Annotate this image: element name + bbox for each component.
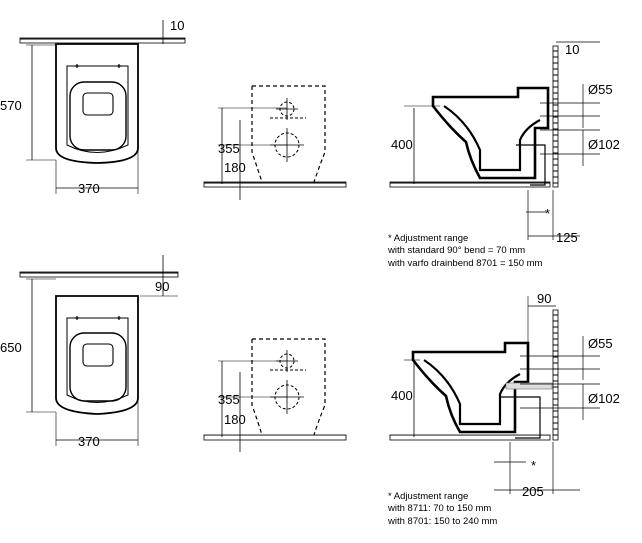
side-star-label: * [531,458,536,473]
plan-width-label: 370 [78,181,100,196]
adjustment-note-line: with standard 90° bend = 70 mm [387,245,525,256]
bottom-plan-view: 650 370 90 [0,255,179,449]
front-inlet-height-label: 180 [224,160,246,175]
side-offset-label: 125 [556,230,578,245]
adjustment-note-line: * Adjustment range [388,233,468,244]
bowl-outline-hidden [251,338,326,436]
side-height-label: 400 [391,388,413,403]
side-offset-label: 205 [522,484,544,499]
side-star-label: * [545,206,550,221]
wall-hatch [19,37,186,44]
trap-outline [423,359,521,426]
wall-hatch [19,271,179,278]
side-outlet-diameter-label: Ø102 [588,391,620,406]
side-inlet-diameter-label: Ø55 [588,336,613,351]
bowl-drain [82,343,114,367]
top-side-view: Ø55 Ø102 400 10 * 125 * Adjustment range… [387,41,620,269]
adjustment-note-line: with 8701: 150 to 240 mm [387,516,497,527]
drain-bend [516,144,546,186]
fixing-mark [117,64,121,68]
side-inlet-diameter-label: Ø55 [588,82,613,97]
drain-bend [500,396,541,439]
fixing-mark [75,64,79,68]
top-front-view: 355 180 [203,85,347,200]
side-height-label: 400 [391,137,413,152]
bottom-front-view: 355 180 [203,338,347,452]
bowl-opening [69,81,127,151]
bowl-outline [55,43,139,164]
adjustment-note-line: * Adjustment range [388,491,468,502]
front-outlet-height-label: 355 [218,392,240,407]
plan-depth-label: 650 [0,340,22,355]
plan-depth-label: 570 [0,98,22,113]
floor-hatch [389,181,551,188]
bowl-side-outline [431,86,550,180]
bowl-opening [69,332,127,402]
bottom-side-view: Ø55 Ø102 400 90 * 205 * Adjustment range… [387,291,620,527]
bowl-outline [55,295,139,415]
plan-wall-gap-label: 90 [155,279,169,294]
seat-outline [66,65,129,153]
adjustment-note-line: with 8711: 70 to 150 mm [387,503,491,514]
extension-pipe [505,382,553,390]
side-outlet-diameter-label: Ø102 [588,137,620,152]
floor-hatch [203,181,347,188]
plan-width-label: 370 [78,434,100,449]
front-inlet-height-label: 180 [224,412,246,427]
trap-outline [443,105,541,172]
side-wall-gap-label: 10 [565,42,579,57]
top-plan-view: 570 370 10 [0,18,186,196]
bowl-outline-hidden [251,85,326,183]
bowl-drain [82,92,114,116]
fixing-mark [75,316,79,320]
plan-wall-gap-label: 10 [170,18,184,33]
front-outlet-height-label: 355 [218,141,240,156]
wall-hatch [552,309,559,441]
fixing-mark [117,316,121,320]
floor-hatch [389,434,551,441]
seat-outline [66,317,129,403]
floor-hatch [203,434,347,441]
adjustment-note-line: with varfo drainbend 8701 = 150 mm [387,258,543,269]
wall-hatch [552,45,559,188]
side-wall-gap-label: 90 [537,291,551,306]
